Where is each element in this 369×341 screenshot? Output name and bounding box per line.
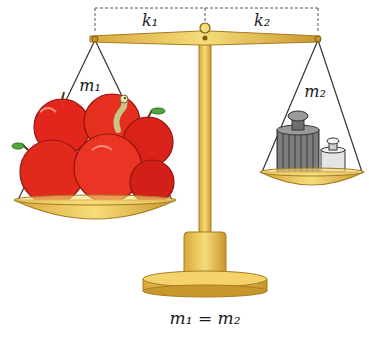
weights	[277, 111, 345, 172]
dimension-brackets-part	[95, 8, 318, 9]
apples-part	[62, 92, 64, 100]
beam	[90, 23, 321, 45]
worm-part	[116, 100, 124, 130]
beam-part	[203, 36, 208, 41]
stand-part	[143, 285, 267, 297]
weights-part	[327, 138, 339, 144]
right-pan-strings-part	[262, 40, 318, 172]
dimension-brackets-part	[95, 8, 96, 32]
apples-part	[151, 108, 165, 114]
apples	[12, 92, 174, 204]
beam-part	[92, 36, 98, 42]
right-pan-part	[260, 168, 364, 176]
stand-part	[199, 42, 211, 237]
apples-part	[92, 146, 112, 150]
right-pan-strings-part	[318, 40, 362, 172]
equation-label: m₁ = m₂	[170, 309, 241, 328]
left-pan-part	[14, 195, 176, 205]
weights-part	[288, 111, 308, 121]
beam-part	[315, 36, 321, 42]
dimension-brackets	[95, 8, 318, 32]
apples-part	[40, 108, 56, 112]
worm	[116, 95, 128, 130]
left-pan	[14, 195, 176, 219]
beam-part	[200, 23, 210, 33]
apples-part	[12, 143, 24, 149]
right-pan-strings	[262, 40, 362, 172]
mass-label: m₁	[79, 77, 101, 95]
arm-length-label: k₁	[142, 12, 158, 30]
worm-part	[120, 95, 128, 103]
mass-label: m₂	[304, 83, 326, 101]
dimension-brackets-part	[318, 8, 319, 32]
worm-part	[124, 97, 126, 99]
arm-length-label: k₂	[254, 12, 270, 30]
right-pan	[260, 168, 364, 185]
dimension-brackets-part	[205, 8, 206, 24]
weights-part	[277, 130, 319, 172]
